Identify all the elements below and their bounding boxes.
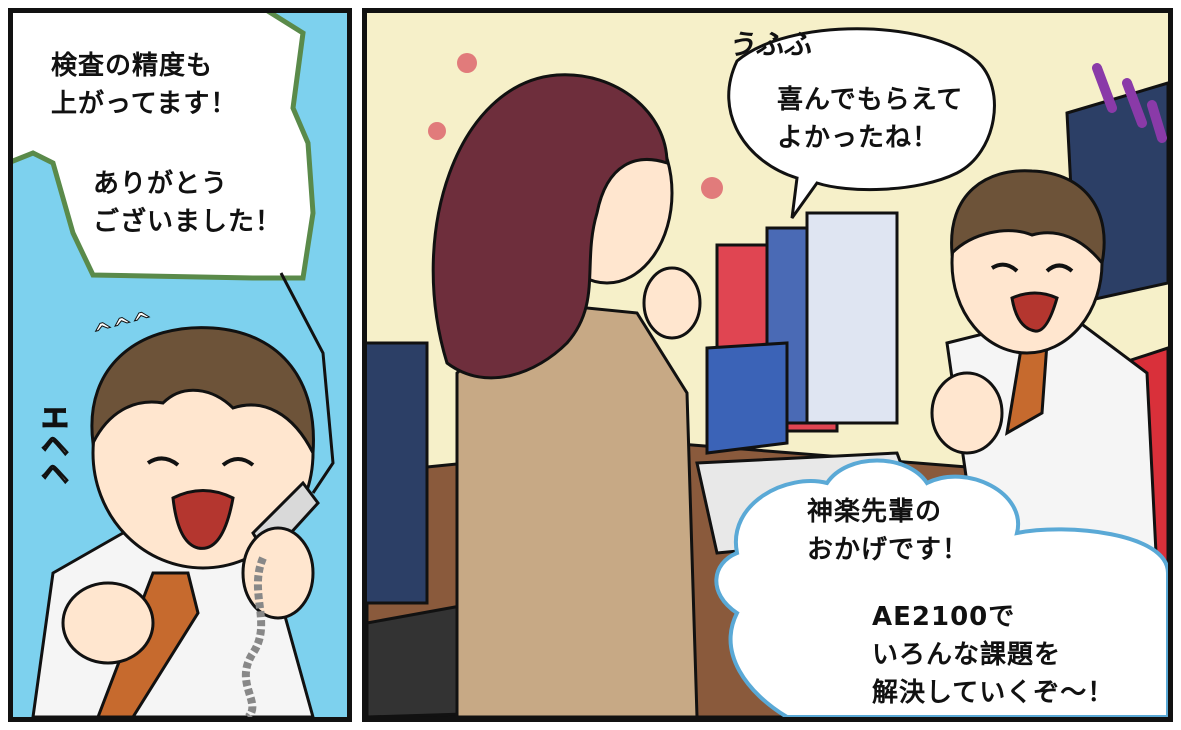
flower-decoration (701, 177, 723, 199)
manga-panel-right: うふふ 喜んでもらえて よかったね！ 神楽先輩の おかげです！ AE2100で … (362, 8, 1173, 722)
book-white (805, 211, 899, 425)
bubble-text-thanks-senpai: 神楽先輩の おかげです！ (807, 497, 970, 565)
bubble-text-thanks: ありがとう ございました！ (93, 169, 283, 237)
woman-hand (642, 266, 702, 340)
speech-bubble-woman (727, 27, 996, 219)
woman-hair (431, 73, 669, 380)
excitement-marks (1092, 63, 1167, 143)
panel-left-artwork (13, 13, 335, 717)
man-right-hair (950, 169, 1106, 267)
man-hair (90, 326, 315, 459)
manga-panel-left: 検査の精度も 上がってます！ ありがとう ございました！ エヘヘ ^^^ (8, 8, 352, 722)
bubble-text-glad: 喜んでもらえて よかったね！ (777, 85, 964, 153)
bubble-text-accuracy: 検査の精度も 上がってます！ (51, 51, 238, 119)
sfx-ufufu: うふふ (727, 28, 812, 61)
panel-right-artwork (367, 27, 1168, 717)
flower-decoration (428, 122, 446, 140)
man-tie (96, 571, 200, 717)
sfx-ehehe: エヘヘ (36, 402, 71, 488)
bookend (705, 341, 789, 455)
speech-bubble-phone (13, 13, 316, 281)
man-right-fist (930, 371, 1004, 455)
bubble-tail (279, 272, 335, 494)
flower-decoration (457, 53, 477, 73)
bubble-text-ae2100: AE2100で いろんな課題を 解決していくぞ～！ (872, 602, 1115, 708)
cloud-bubble-man (714, 458, 1168, 717)
left-monitor (367, 341, 429, 605)
